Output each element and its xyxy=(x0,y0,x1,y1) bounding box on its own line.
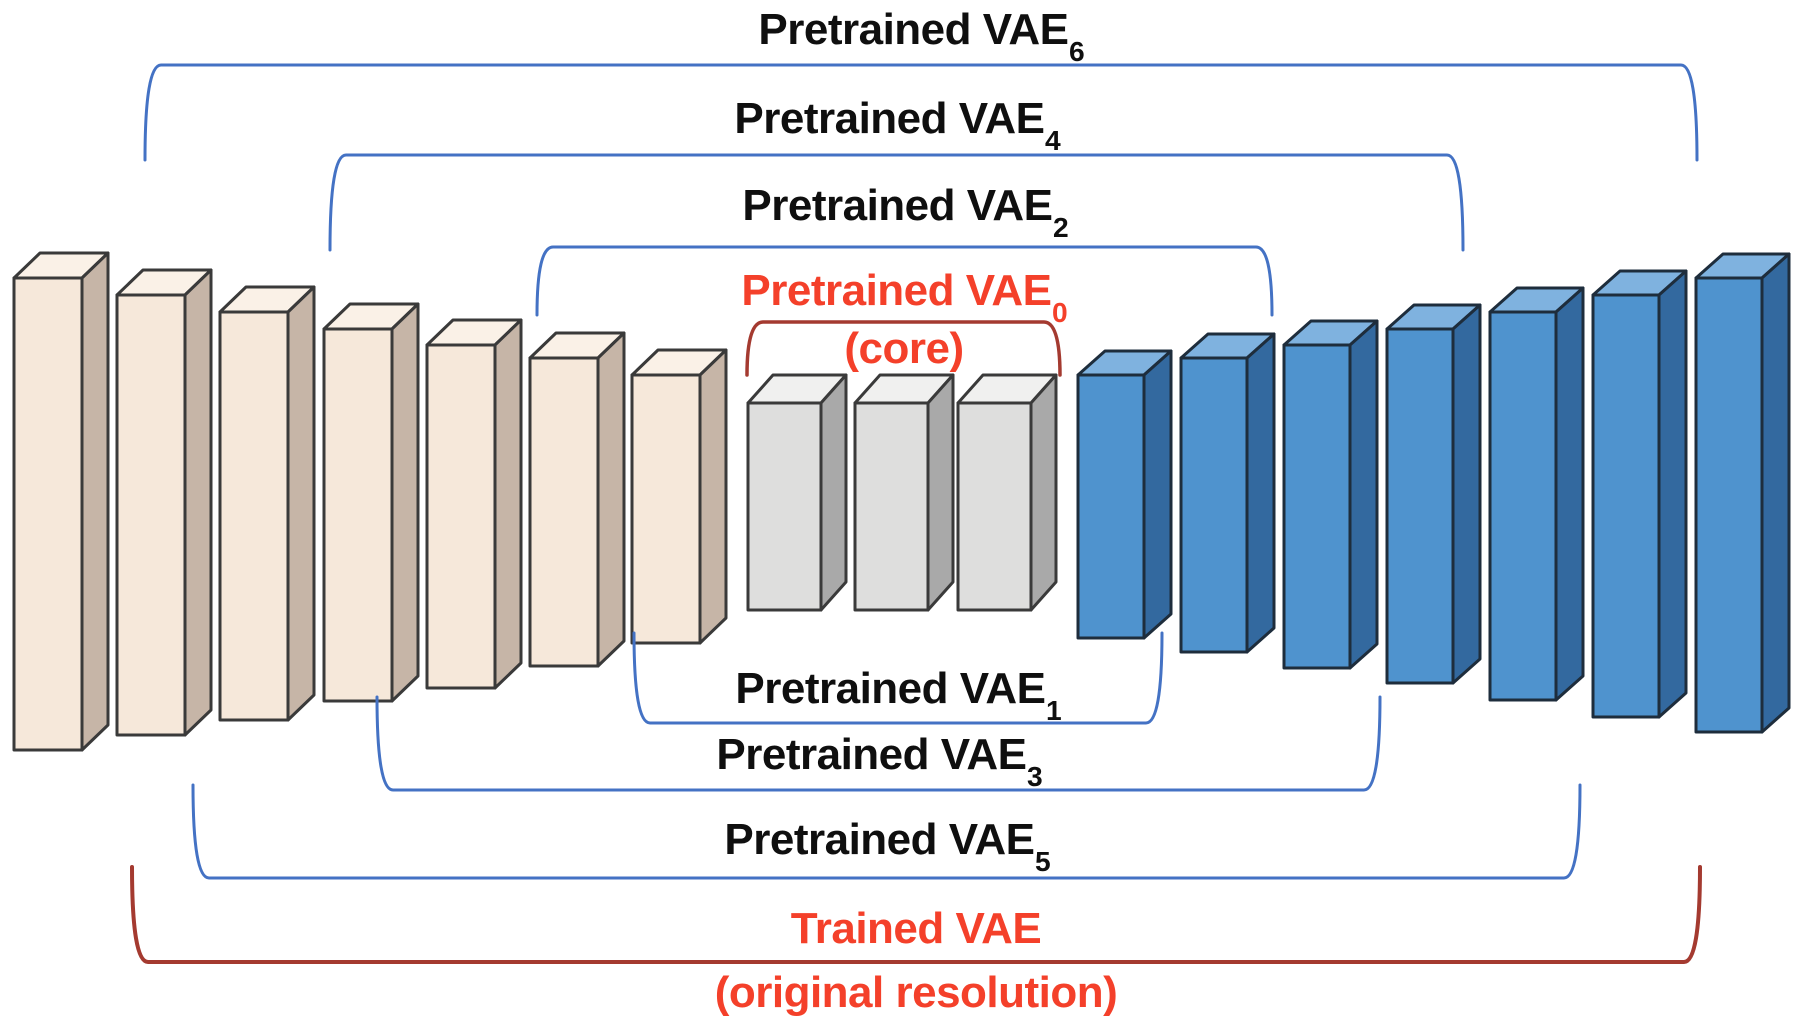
label-text: Pretrained VAE xyxy=(734,93,1045,143)
label-text: Pretrained VAE xyxy=(742,180,1053,230)
encoder-bar-6 xyxy=(528,331,626,668)
label-pretrained-vae1: Pretrained VAE1 xyxy=(735,663,1061,724)
label-pretrained-vae6: Pretrained VAE6 xyxy=(758,4,1084,65)
bracket-pretrained-vae3 xyxy=(375,695,1382,792)
decoder-bar-4 xyxy=(1385,303,1482,685)
bracket-pretrained-vae1 xyxy=(632,631,1164,725)
bracket-trained-vae xyxy=(130,865,1702,964)
label-text: Pretrained VAE xyxy=(758,4,1069,54)
decoder-bar-1 xyxy=(1076,349,1173,640)
label-trained-vae: Trained VAE xyxy=(790,903,1042,953)
decoder-bar-7 xyxy=(1694,252,1791,734)
bracket-pretrained-vae2 xyxy=(535,245,1274,317)
decoder-bar-3 xyxy=(1282,319,1379,670)
decoder-bar-6 xyxy=(1591,269,1688,719)
bracket-pretrained-vae6 xyxy=(143,63,1699,162)
core-bar-1 xyxy=(746,373,848,612)
label-subscript: 2 xyxy=(1053,211,1069,243)
label-pretrained-vae0: Pretrained VAE0 xyxy=(741,265,1067,326)
bracket-pretrained-vae5 xyxy=(191,783,1582,880)
encoder-bar-5 xyxy=(425,318,523,690)
core-bar-3 xyxy=(956,373,1058,612)
encoder-bar-7 xyxy=(630,348,728,645)
label-original-resolution: (original resolution) xyxy=(714,967,1118,1017)
label-subscript: 4 xyxy=(1045,124,1061,156)
label-text: Pretrained VAE xyxy=(741,265,1052,315)
label-text: Pretrained VAE xyxy=(735,663,1046,713)
label-text: Pretrained VAE xyxy=(716,729,1027,779)
encoder-bar-4 xyxy=(322,302,420,703)
core-bar-2 xyxy=(853,373,955,612)
bracket-pretrained-vae4 xyxy=(328,153,1465,252)
label-subscript: 6 xyxy=(1069,35,1085,67)
decoder-bar-2 xyxy=(1179,332,1276,654)
label-subscript: 1 xyxy=(1046,694,1062,726)
label-text: Trained VAE xyxy=(790,903,1042,953)
encoder-bar-2 xyxy=(115,268,213,737)
label-subscript: 0 xyxy=(1052,296,1068,328)
decoder-bar-5 xyxy=(1488,286,1585,702)
bracket-pretrained-vae0 xyxy=(745,320,1062,377)
encoder-bar-3 xyxy=(218,285,316,722)
label-text: (original resolution) xyxy=(714,967,1118,1017)
label-core: (core) xyxy=(844,323,964,373)
encoder-bar-1 xyxy=(12,251,110,752)
label-subscript: 5 xyxy=(1035,845,1051,877)
label-pretrained-vae4: Pretrained VAE4 xyxy=(734,93,1060,154)
label-pretrained-vae3: Pretrained VAE3 xyxy=(716,729,1042,790)
label-pretrained-vae5: Pretrained VAE5 xyxy=(724,814,1050,875)
label-text: Pretrained VAE xyxy=(724,814,1035,864)
label-text: (core) xyxy=(844,323,964,373)
label-subscript: 3 xyxy=(1027,760,1043,792)
label-pretrained-vae2: Pretrained VAE2 xyxy=(742,180,1068,241)
